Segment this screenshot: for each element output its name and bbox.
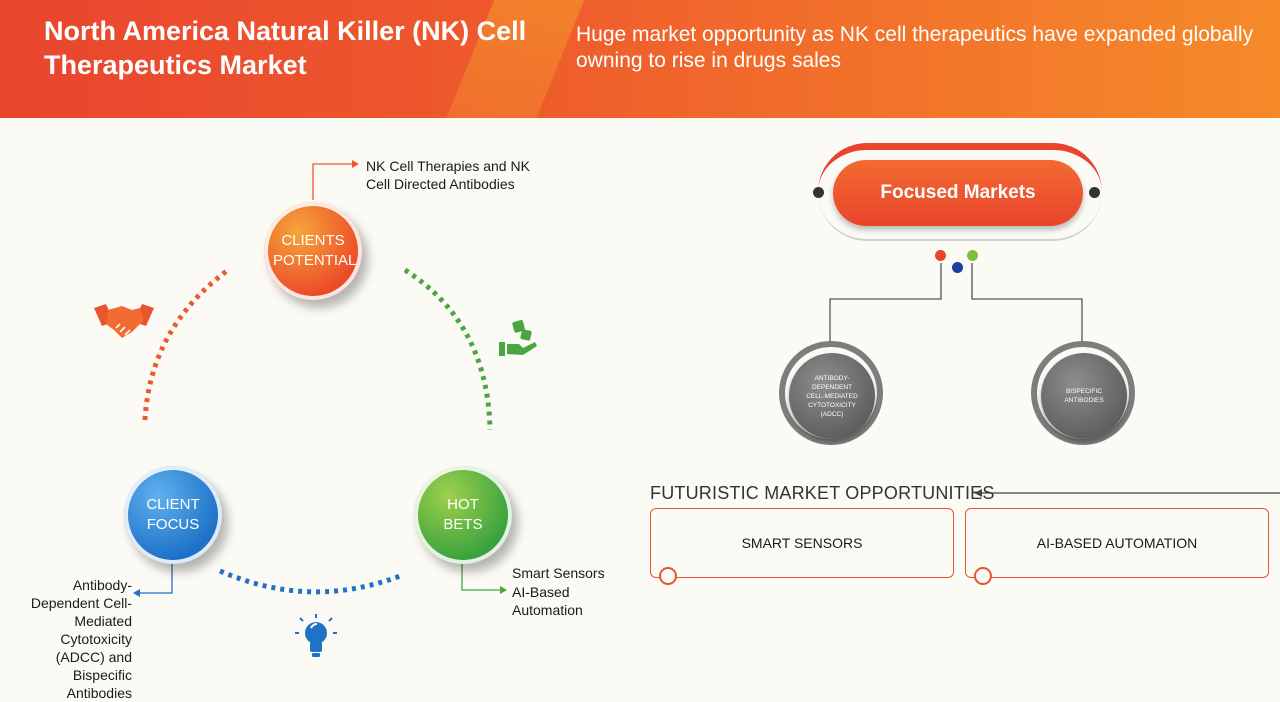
connector-dot-red bbox=[935, 250, 946, 261]
client-focus-note: Antibody-Dependent Cell-Mediated Cytotox… bbox=[30, 577, 132, 701]
focused-markets-title: Focused Markets bbox=[833, 160, 1083, 226]
clients-potential-circle: CLIENTS POTENTIAL bbox=[264, 202, 362, 300]
opportunities-title: FUTURISTIC MARKET OPPORTUNITIES bbox=[650, 483, 995, 503]
connector-dot-blue bbox=[952, 262, 963, 273]
ai-automation-knob bbox=[974, 567, 992, 585]
bispecific-label: BISPECIFIC ANTIBODIES bbox=[1064, 388, 1104, 404]
connector-dot-green bbox=[967, 250, 978, 261]
header-banner: North America Natural Killer (NK) Cell T… bbox=[0, 0, 1280, 118]
opportunity-smart-sensors: SMART SENSORS bbox=[650, 508, 954, 578]
handshake-icon bbox=[94, 304, 154, 338]
ai-automation-label: AI-BASED AUTOMATION bbox=[1036, 535, 1198, 551]
hot-bets-label: HOT BETS bbox=[443, 496, 483, 533]
adcc-disc: ANTIBODY-DEPENDENT CELL-MEDIATED CYTOTOX… bbox=[789, 353, 875, 439]
hot-bets-note-1: Smart Sensors bbox=[512, 565, 605, 581]
opportunity-ai-automation: AI-BASED AUTOMATION bbox=[965, 508, 1269, 578]
lightbulb-icon bbox=[295, 614, 337, 657]
arc-blue bbox=[219, 568, 401, 595]
page-subtitle: Huge market opportunity as NK cell thera… bbox=[576, 23, 1254, 72]
bispecific-disc: BISPECIFIC ANTIBODIES bbox=[1041, 353, 1127, 439]
client-focus-circle: CLIENT FOCUS bbox=[124, 466, 222, 564]
money-hand-icon bbox=[499, 320, 537, 356]
clients-potential-note: NK Cell Therapies and NK Cell Directed A… bbox=[366, 158, 530, 192]
adcc-label: ANTIBODY-DEPENDENT CELL-MEDIATED CYTOTOX… bbox=[806, 374, 858, 418]
opportunities-arrow bbox=[974, 489, 1280, 497]
smart-sensors-knob bbox=[659, 567, 677, 585]
page-title: North America Natural Killer (NK) Cell T… bbox=[44, 16, 527, 80]
hot-bets-circle: HOT BETS bbox=[414, 466, 512, 564]
market-connectors bbox=[829, 263, 1083, 350]
cycle-connectors bbox=[133, 160, 507, 597]
hot-bets-note-2: AI-Based Automation bbox=[512, 584, 583, 618]
clients-potential-label: CLIENTS POTENTIAL bbox=[273, 232, 357, 269]
frame-dot-left bbox=[813, 187, 824, 198]
smart-sensors-label: SMART SENSORS bbox=[741, 535, 863, 551]
client-focus-label: CLIENT FOCUS bbox=[146, 496, 200, 533]
arc-green bbox=[403, 267, 493, 431]
frame-dot-right bbox=[1089, 187, 1100, 198]
arc-orange bbox=[142, 267, 230, 421]
